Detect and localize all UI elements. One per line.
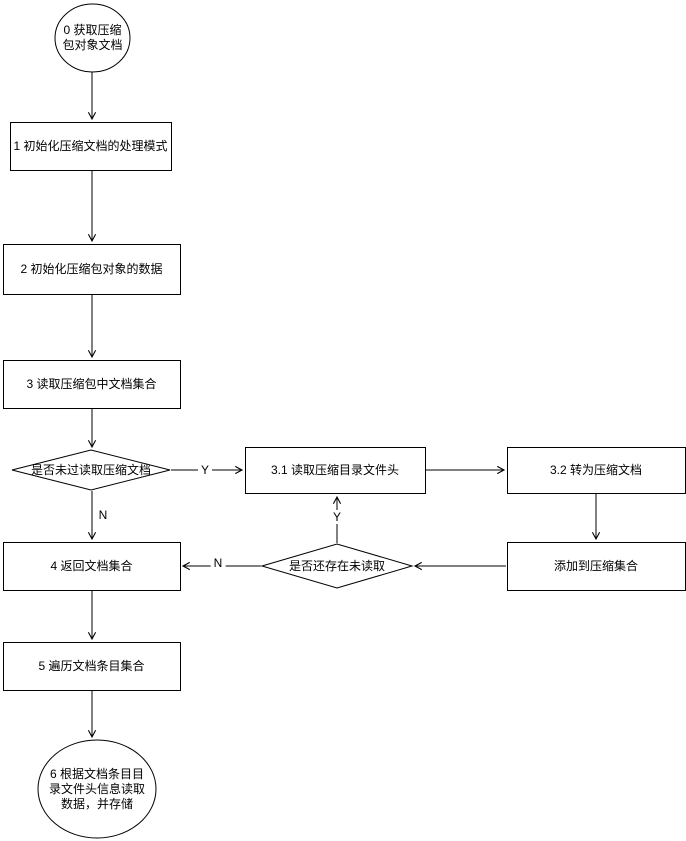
step4-node-shape — [3, 542, 181, 591]
add-node-shape — [507, 542, 686, 591]
step1-node-shape — [10, 122, 172, 171]
end-node-shape — [37, 739, 157, 839]
step2-node-shape — [3, 244, 181, 295]
step3_2-node-shape — [507, 447, 686, 494]
step3-node-shape — [3, 360, 181, 409]
flowchart-nodes — [3, 3, 686, 839]
step3_1-node-shape — [245, 447, 426, 494]
step5-node-shape — [3, 642, 181, 691]
start-node-shape — [54, 3, 131, 73]
decision2-node-shape — [260, 543, 414, 589]
decision1-node-shape — [11, 449, 171, 491]
